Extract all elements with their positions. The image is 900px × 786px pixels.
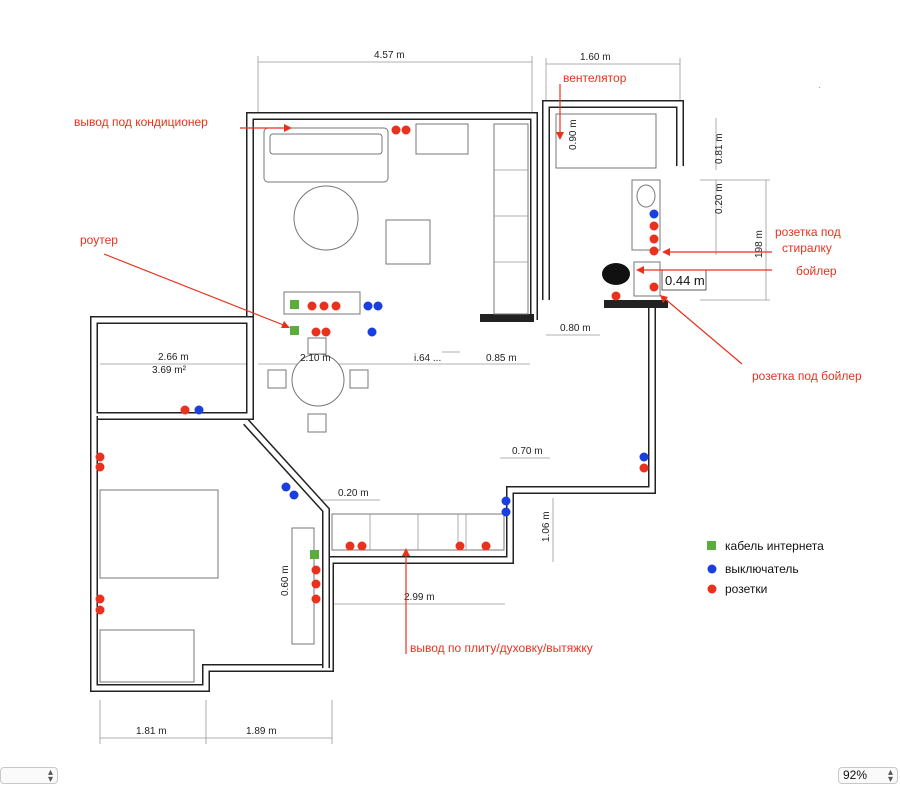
dim-boiler-width: 0.44 m xyxy=(665,273,705,288)
annotation-stove-outlet: вывод по плиту/духовку/вытяжку xyxy=(410,641,593,655)
annotation-boiler: бойлер xyxy=(796,264,837,278)
socket-icon xyxy=(95,605,105,615)
legend-sockets: розетки xyxy=(725,582,767,596)
socket-icon xyxy=(311,594,321,604)
bed-lower xyxy=(99,629,195,683)
socket-icon xyxy=(611,291,621,301)
dim-room-width: 2.66 m xyxy=(158,352,189,363)
dim-washer-gap: 0.20 m xyxy=(714,183,725,214)
socket-icon xyxy=(95,462,105,472)
legend-internet-icon xyxy=(707,541,716,550)
legend-switch: выключатель xyxy=(725,562,799,576)
chevron-updown-icon: ▴▾ xyxy=(47,767,53,785)
socket-icon xyxy=(455,541,465,551)
socket-icon xyxy=(95,594,105,604)
dim-fan-height: 0.90 m xyxy=(568,119,579,150)
round-table xyxy=(293,185,359,251)
bathtub xyxy=(555,113,657,169)
annotations: вывод под кондиционер вентелятор роутер … xyxy=(74,71,862,655)
legend-switch-icon xyxy=(707,564,717,574)
socket-icon xyxy=(391,125,401,135)
socket-icon xyxy=(321,327,331,337)
bottom-toolbar xyxy=(0,765,900,786)
boiler-icon xyxy=(602,263,630,285)
socket-icon xyxy=(481,541,491,551)
armchair xyxy=(385,219,431,265)
switch-icon xyxy=(281,482,291,492)
page-select[interactable]: ▴▾ xyxy=(0,767,58,785)
switch-icon xyxy=(194,405,204,415)
dim-bath-bottom: 0.80 m xyxy=(560,323,591,334)
dresser xyxy=(291,527,315,645)
switch-icon xyxy=(363,301,373,311)
dim-room-area: 3.69 m² xyxy=(152,365,187,376)
socket-icon xyxy=(311,565,321,575)
annotation-router: роутер xyxy=(80,233,118,247)
internet-cable-icon xyxy=(310,550,319,559)
socket-icon xyxy=(401,125,411,135)
zoom-value: 92% xyxy=(843,768,868,782)
annotation-washer-line1: розетка под xyxy=(775,225,841,239)
socket-icon xyxy=(357,541,367,551)
socket-icon xyxy=(649,234,659,244)
legend: кабель интернета выключатель розетки xyxy=(707,539,824,596)
socket-markers xyxy=(95,125,717,615)
wardrobe xyxy=(493,123,529,315)
socket-icon xyxy=(180,405,190,415)
switch-markers xyxy=(194,209,717,574)
walls xyxy=(90,100,684,692)
dim-bath-height: 198 m xyxy=(754,230,765,258)
switch-icon xyxy=(289,490,299,500)
dim-bottom-left: 1.81 m xyxy=(136,726,167,737)
dim-step-height: 1.06 m xyxy=(541,511,552,542)
socket-icon xyxy=(319,301,329,311)
dim-bath-width: 1.60 m xyxy=(580,52,611,63)
socket-icon xyxy=(649,282,659,292)
legend-internet: кабель интернета xyxy=(725,539,824,553)
annotation-washer-line2: стиралку xyxy=(782,241,832,255)
switch-icon xyxy=(367,327,377,337)
dim-step-width: 0.70 m xyxy=(512,446,543,457)
switch-icon xyxy=(649,209,659,219)
side-table xyxy=(415,123,469,155)
dim-counter-height: 0.60 m xyxy=(280,565,291,596)
annotation-boiler-socket: розетка под бойлер xyxy=(752,369,862,383)
socket-icon xyxy=(311,327,321,337)
bed xyxy=(99,489,219,579)
annotation-ac-outlet: вывод под кондиционер xyxy=(74,115,208,129)
internet-cable-icon xyxy=(290,300,299,309)
dim-top-width: 4.57 m xyxy=(374,50,405,61)
socket-icon xyxy=(649,246,659,256)
dim-center-width: i.64 ... xyxy=(414,353,441,364)
socket-icon xyxy=(649,221,659,231)
socket-icon xyxy=(95,452,105,462)
switch-icon xyxy=(373,301,383,311)
dim-bath-wall: 0.81 m xyxy=(714,133,725,164)
socket-icon xyxy=(311,579,321,589)
annotation-arrows xyxy=(103,84,772,654)
stray-mark: · xyxy=(818,82,821,93)
dim-table-width: 2.10 m xyxy=(300,353,331,364)
annotation-fan: вентелятор xyxy=(563,71,627,85)
socket-icon xyxy=(331,301,341,311)
dim-kitchen-width: 2.99 m xyxy=(404,592,435,603)
legend-socket-icon xyxy=(707,584,717,594)
dimension-labels: 4.57 m 1.60 m 0.90 m 0.81 m 0.20 m 198 m… xyxy=(136,50,765,737)
internet-cable-icon xyxy=(290,326,299,335)
socket-icon xyxy=(345,541,355,551)
socket-icon xyxy=(639,463,649,473)
switch-icon xyxy=(639,452,649,462)
dim-corner-width: 0.20 m xyxy=(338,488,369,499)
switch-icon xyxy=(501,507,511,517)
dim-closet-width: 0.85 m xyxy=(486,353,517,364)
socket-icon xyxy=(307,301,317,311)
internet-markers xyxy=(290,300,319,559)
switch-icon xyxy=(501,496,511,506)
furniture xyxy=(99,113,661,683)
dim-bottom-right: 1.89 m xyxy=(246,726,277,737)
chevron-updown-icon: ▴▾ xyxy=(887,767,893,785)
zoom-select[interactable]: 92% ▴▾ xyxy=(838,767,898,785)
floor-plan: 4.57 m 1.60 m 0.90 m 0.81 m 0.20 m 198 m… xyxy=(74,50,862,744)
